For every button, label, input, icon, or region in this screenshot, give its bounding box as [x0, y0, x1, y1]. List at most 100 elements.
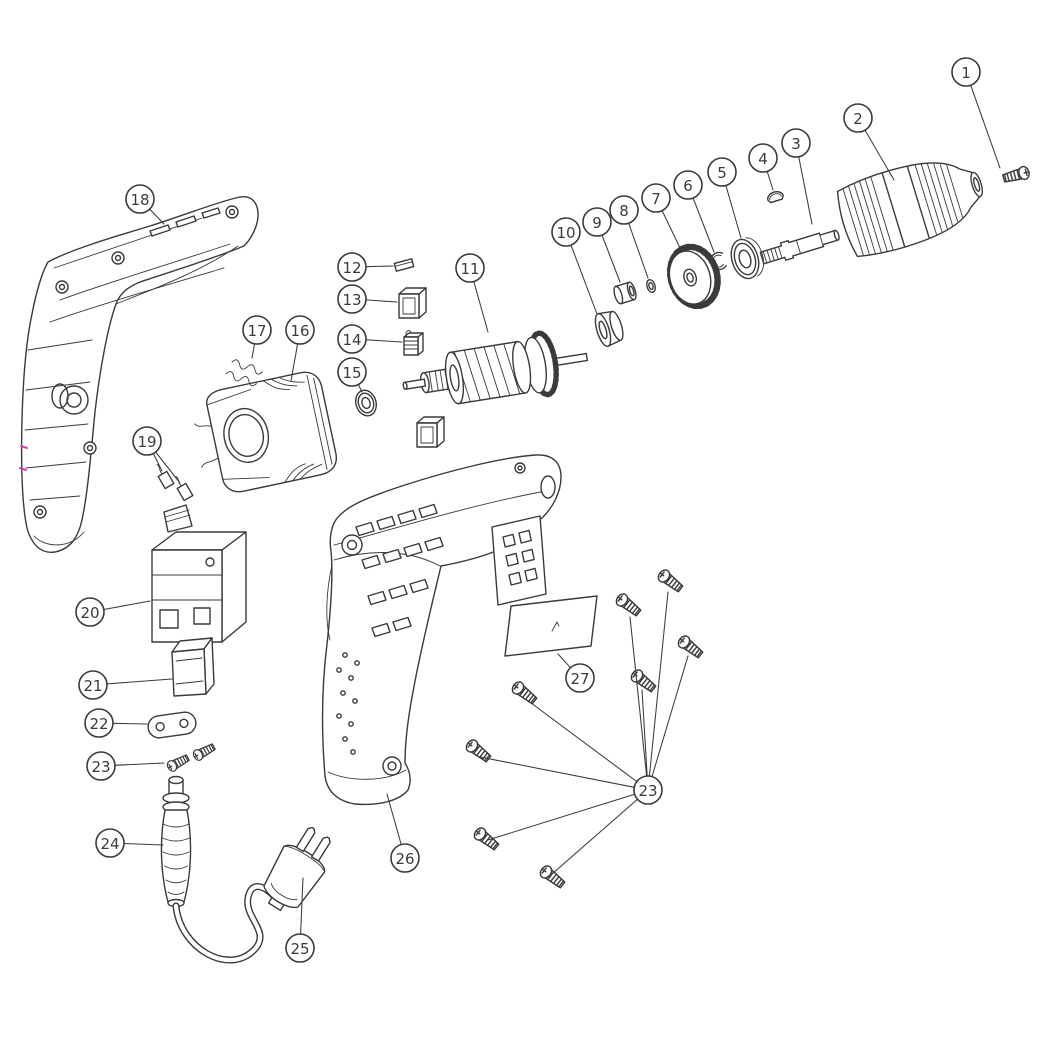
leader-line-18-17-0 [149, 208, 165, 225]
leader-line-26-25-0 [386, 793, 402, 846]
leader-line-24-23-0 [123, 842, 164, 846]
leader-line-27-26-0 [557, 653, 572, 669]
leader-line-22-21-0 [112, 722, 148, 725]
callout-circle-26-25 [390, 843, 420, 873]
leader-line-23-27-5 [479, 756, 635, 788]
callout-circle-16-15 [285, 315, 315, 345]
leader-line-6-5-0 [692, 197, 715, 253]
callout-circle-5-4 [707, 157, 737, 187]
leader-line-21-20-0 [106, 678, 173, 685]
callout-circle-7-6 [641, 183, 671, 213]
callout-circle-25-24 [285, 933, 315, 963]
leader-line-1-0-0 [970, 84, 1001, 169]
switch-panel-marks [502, 529, 538, 586]
leader-line-10-9-0 [570, 244, 598, 315]
callout-circle-4-3 [748, 143, 778, 173]
callout-circle-6-5 [673, 170, 703, 200]
leader-line-4-3-0 [766, 170, 774, 191]
leader-line-23-22-0 [114, 762, 165, 766]
callout-label-17-16: 17 [247, 322, 266, 340]
callout-label-18-17: 18 [130, 191, 149, 209]
callout-circle-24-23 [95, 828, 125, 858]
part-screw-3 [675, 633, 706, 661]
part-stator [194, 371, 338, 493]
callout-circle-23-22 [86, 751, 116, 781]
callout-label-22-21: 22 [89, 715, 108, 733]
callout-circle-11-10 [455, 253, 485, 283]
callout-circle-3-2 [781, 128, 811, 158]
callout-label-4-3: 4 [758, 150, 768, 168]
callout-label-10-9: 10 [556, 224, 575, 242]
leader-line-19-18-0 [152, 452, 163, 472]
leader-line-3-2-0 [798, 156, 813, 225]
callout-label-6-5: 6 [683, 177, 693, 195]
callout-label-13-12: 13 [342, 291, 361, 309]
leader-line-2-1-0 [864, 129, 895, 181]
leader-line-23-27-1 [648, 591, 669, 777]
part-screw-clamp-1 [165, 752, 191, 774]
leader-line-17-16-0 [251, 343, 256, 359]
vent-slots-left [149, 207, 221, 237]
leader-line-15-14-0 [357, 383, 363, 393]
part-gear [666, 243, 721, 310]
callout-label-15-14: 15 [342, 364, 361, 382]
part-armature [402, 330, 589, 405]
part-brush-holder [398, 287, 427, 319]
part-screw-chuck [1001, 164, 1032, 186]
callout-label-25-24: 25 [290, 940, 309, 958]
part-spacer-ring [646, 278, 656, 294]
callout-label-11-10: 11 [460, 260, 479, 278]
leader-line-19-18-1 [155, 451, 181, 484]
leader-line-9-8-0 [601, 234, 621, 283]
gear-boss [59, 385, 89, 415]
callout-label-23-22: 23 [91, 758, 110, 776]
callout-circle-17-16 [242, 315, 272, 345]
part-carbon-brush [403, 330, 424, 356]
leader-line-20-19-0 [103, 600, 151, 611]
part-brush-springs [225, 359, 263, 387]
part-screw-7 [471, 825, 502, 853]
accent-marks [19, 445, 28, 471]
leader-line-11-10-0 [473, 280, 489, 333]
part-screw-1 [613, 591, 644, 619]
leader-line-23-27-0 [629, 616, 648, 777]
callout-label-3-2: 3 [791, 135, 801, 153]
part-screw-4 [628, 667, 659, 695]
part-screw-5 [509, 679, 540, 707]
part-switch [151, 504, 247, 643]
callout-label-23-27: 23 [638, 782, 657, 800]
part-cable-core [173, 884, 277, 963]
callout-circle-14-13 [337, 324, 367, 354]
grip-dots [336, 652, 360, 755]
callout-label-12-11: 12 [342, 259, 361, 277]
callout-circle-27-26 [565, 663, 595, 693]
callout-circle-23-27 [633, 775, 663, 805]
callout-circle-8-7 [609, 195, 639, 225]
leader-line-14-13-0 [365, 339, 403, 343]
leader-line-25-24-0 [300, 877, 304, 935]
leader-line-23-27-7 [551, 798, 639, 875]
callout-label-5-4: 5 [717, 164, 727, 182]
callout-circle-10-9 [551, 217, 581, 247]
callout-circle-12-11 [337, 252, 367, 282]
callout-circle-2-1 [843, 103, 873, 133]
callout-circle-21-20 [78, 670, 108, 700]
callout-label-2-1: 2 [853, 110, 863, 128]
callout-circle-22-21 [84, 708, 114, 738]
callout-layer: 1234567891011121314151617181920212223242… [75, 57, 1001, 963]
callout-circle-13-12 [337, 284, 367, 314]
leader-line-23-27-2 [651, 655, 689, 778]
part-brush-pair [156, 463, 194, 502]
switch-panel [491, 515, 547, 606]
part-brush-holder-2 [416, 416, 445, 448]
part-screw-8 [537, 863, 568, 891]
part-chuck [836, 162, 983, 258]
callout-label-26-25: 26 [395, 850, 414, 868]
leader-line-8-7-0 [628, 222, 649, 279]
callout-circle-20-19 [75, 597, 105, 627]
part-brush-cap [393, 258, 415, 272]
leader-line-23-27-6 [487, 793, 636, 841]
callout-label-9-8: 9 [592, 214, 602, 232]
